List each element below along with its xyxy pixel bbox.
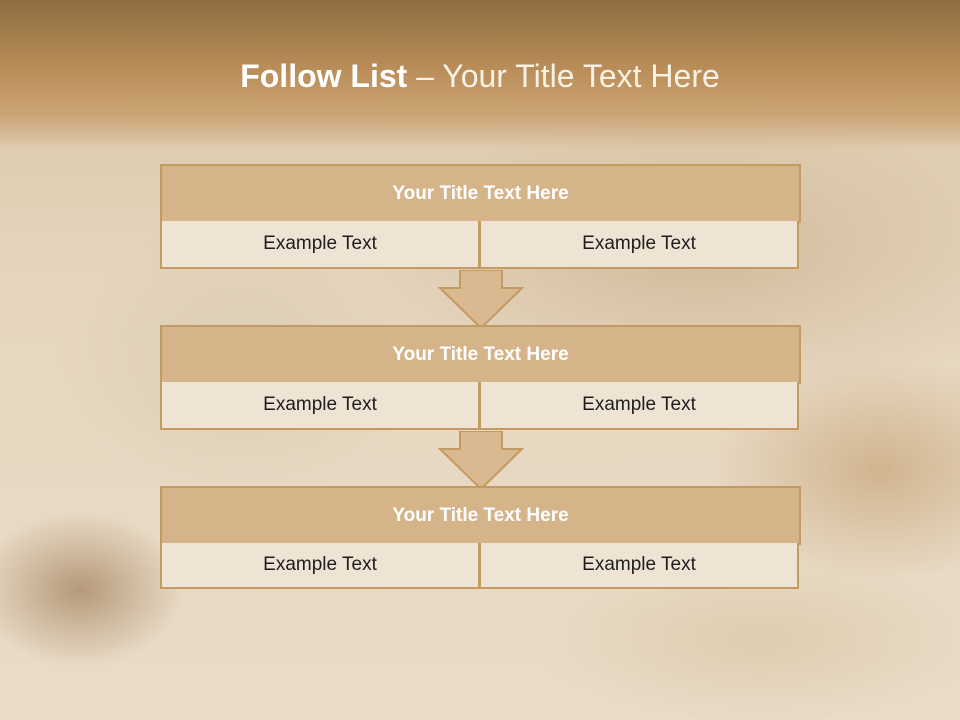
slide-title: Follow List – Your Title Text Here — [0, 52, 960, 100]
block-title: Your Title Text Here — [160, 325, 801, 384]
slide-title-bold: Follow List — [240, 58, 408, 94]
block-title: Your Title Text Here — [160, 164, 801, 223]
slide-title-rest: – Your Title Text Here — [407, 58, 720, 94]
block-cell-left: Example Text — [160, 382, 480, 430]
block-cell-right: Example Text — [479, 382, 799, 430]
block-cell-left: Example Text — [160, 221, 480, 269]
down-arrow-icon — [438, 431, 524, 491]
block-title: Your Title Text Here — [160, 486, 801, 545]
block-cell-left: Example Text — [160, 543, 480, 589]
down-arrow-icon — [438, 270, 524, 330]
title-banner — [0, 0, 960, 150]
block-cell-right: Example Text — [479, 543, 799, 589]
block-cell-right: Example Text — [479, 221, 799, 269]
